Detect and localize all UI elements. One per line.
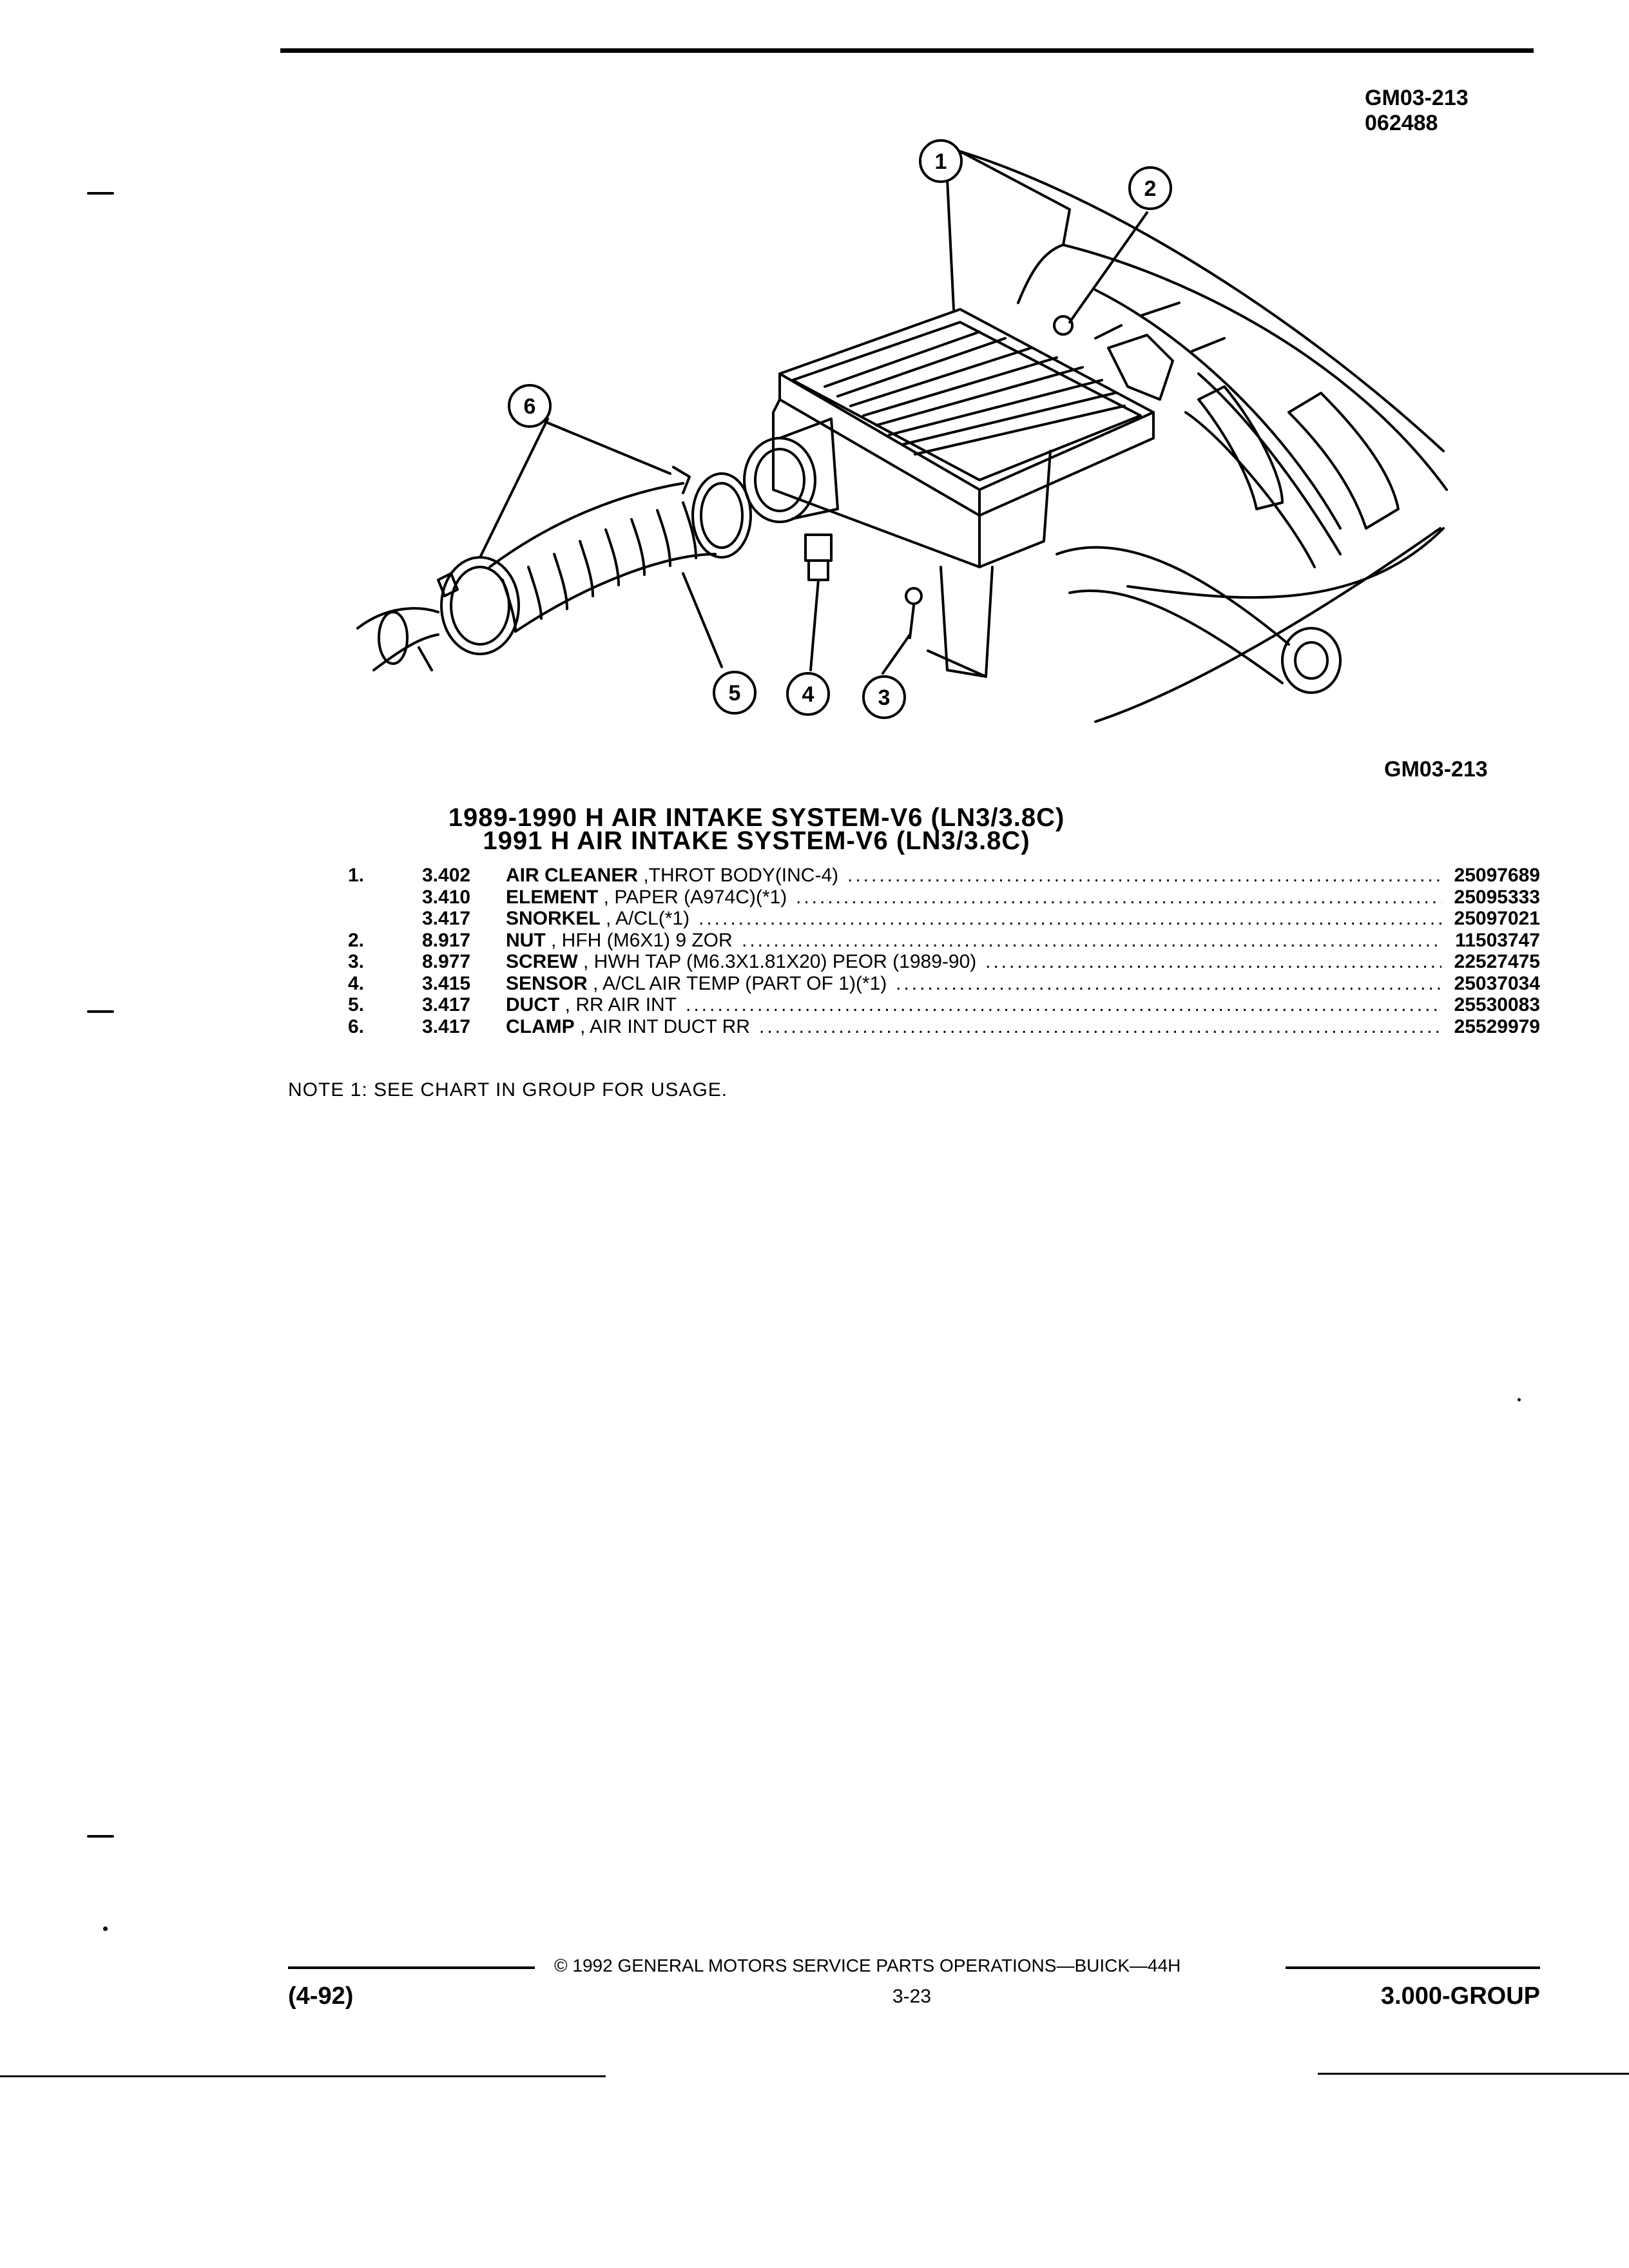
leader-dots: ........................................… [985,951,1441,972]
parts-row: 2. 8.917 NUT , HFH (M6X1) 9 ZOR...........… [348,930,1540,952]
leader-dots: ........................................… [699,908,1441,929]
part-name: DUCT [506,994,560,1015]
part-number: 25529979 [1454,1015,1540,1037]
part-name: SNORKEL [506,908,601,929]
top-rule [280,48,1534,53]
part-number: 11503747 [1455,929,1540,951]
margin-mark [87,1010,114,1013]
part-detail: , AIR INT DUCT RR [574,1015,750,1037]
part-name: ELEMENT [506,886,599,908]
section-number: 8.917 [422,929,471,951]
svg-text:6: 6 [524,394,536,419]
callout-6: 6 [508,384,552,428]
part-description: SCREW , HWH TAP (M6.3X1.81X20) PEOR (198… [506,951,976,973]
item-number: 4. [348,972,365,994]
svg-text:1: 1 [935,149,947,174]
parts-row: 4. 3.415 SENSOR , A/CL AIR TEMP (PART OF 1… [348,973,1540,995]
section-number: 3.402 [422,865,471,886]
part-number: 25097689 [1454,865,1540,886]
callout-5: 5 [713,671,757,715]
section-number: 8.977 [422,951,471,972]
copyright-line: © 1992 GENERAL MOTORS SERVICE PARTS OPER… [554,1956,1181,1975]
part-detail: , HFH (M6X1) 9 ZOR [545,929,733,951]
footer-rule-right [1286,1966,1540,1969]
parts-row: 3.410 ELEMENT , PAPER (A974C)(*1)........… [348,887,1540,908]
parts-row: 5. 3.417 DUCT , RR AIR INT................… [348,994,1540,1016]
part-description: ELEMENT , PAPER (A974C)(*1) [506,887,787,908]
bottom-rule-right [1318,2073,1629,2075]
part-description: DUCT , RR AIR INT [506,994,677,1016]
page-title-line-1: 1989-1990 H AIR INTAKE SYSTEM-V6 (LN3/3.… [448,803,1065,832]
svg-text:2: 2 [1144,177,1157,201]
item-number: 5. [348,994,365,1015]
part-number: 25095333 [1454,886,1540,908]
part-name: AIR CLEANER [506,865,639,886]
part-description: SENSOR , A/CL AIR TEMP (PART OF 1)(*1) [506,973,887,995]
part-name: SCREW [506,951,578,972]
parts-row: 6. 3.417 CLAMP , AIR INT DUCT RR..........… [348,1016,1540,1038]
part-detail: , A/CL(*1) [600,908,690,929]
item-number: 6. [348,1015,365,1037]
item-number: 3. [348,951,365,972]
usage-note: NOTE 1: SEE CHART IN GROUP FOR USAGE. [288,1079,728,1100]
part-detail: , PAPER (A974C)(*1) [598,886,787,908]
part-detail: ,THROT BODY(INC-4) [638,865,839,886]
callout-4: 4 [786,672,830,716]
section-number: 3.417 [422,994,471,1015]
air-intake-exploded-diagram: 1 2 3 4 5 6 [356,139,1448,723]
scan-speck [103,1927,108,1931]
part-number: 25037034 [1454,972,1540,994]
group-number: 3.000-GROUP [1380,1983,1540,2010]
leader-dots: ........................................… [847,865,1441,886]
part-name: SENSOR [506,972,588,994]
leader-dots: ........................................… [686,994,1441,1015]
section-number: 3.415 [422,972,471,994]
leader-dots: ........................................… [796,886,1441,908]
parts-row: 1. 3.402 AIR CLEANER ,THROT BODY(INC-4)...… [348,865,1540,887]
figure-code-top: GM03-213 [1365,86,1469,110]
section-number: 3.417 [422,1015,471,1037]
part-number: 25097021 [1454,908,1540,929]
leader-dots: ........................................… [896,972,1441,994]
leader-dots: ........................................… [742,929,1442,951]
part-description: CLAMP , AIR INT DUCT RR [506,1016,750,1038]
part-detail: , HWH TAP (M6.3X1.81X20) PEOR (1989-90) [577,951,977,972]
section-number: 3.417 [422,908,471,929]
revision-date: (4-92) [288,1983,354,2010]
part-description: AIR CLEANER ,THROT BODY(INC-4) [506,865,838,887]
margin-mark [87,192,114,195]
part-name: NUT [506,929,546,951]
page-number: 3-23 [892,1986,932,2007]
section-number: 3.410 [422,886,471,908]
item-number: 2. [348,929,365,951]
scan-speck [1518,1398,1521,1401]
part-detail: , RR AIR INT [559,994,677,1015]
margin-mark [87,1835,114,1838]
svg-text:4: 4 [802,682,815,707]
leader-dots: ........................................… [759,1015,1441,1037]
figure-code-top-2: 062488 [1365,111,1438,135]
bottom-rule-left [0,2075,606,2077]
callout-3: 3 [862,675,906,719]
svg-text:3: 3 [878,686,891,710]
page-title-line-2: 1991 H AIR INTAKE SYSTEM-V6 (LN3/3.8C) [483,827,1030,855]
figure-code-bottom: GM03-213 [1384,757,1488,782]
footer-rule-left [288,1966,535,1969]
part-name: CLAMP [506,1015,575,1037]
part-number: 25530083 [1454,994,1540,1015]
part-number: 22527475 [1454,951,1540,972]
parts-row: 3. 8.977 SCREW , HWH TAP (M6.3X1.81X20) PE… [348,951,1540,973]
callout-1: 1 [919,139,963,183]
parts-row: 3.417 SNORKEL , A/CL(*1).................… [348,908,1540,930]
callout-2: 2 [1128,166,1172,210]
part-description: SNORKEL , A/CL(*1) [506,908,689,930]
item-number: 1. [348,865,365,886]
part-detail: , A/CL AIR TEMP (PART OF 1)(*1) [587,972,887,994]
svg-text:5: 5 [729,681,741,706]
part-description: NUT , HFH (M6X1) 9 ZOR [506,930,733,952]
